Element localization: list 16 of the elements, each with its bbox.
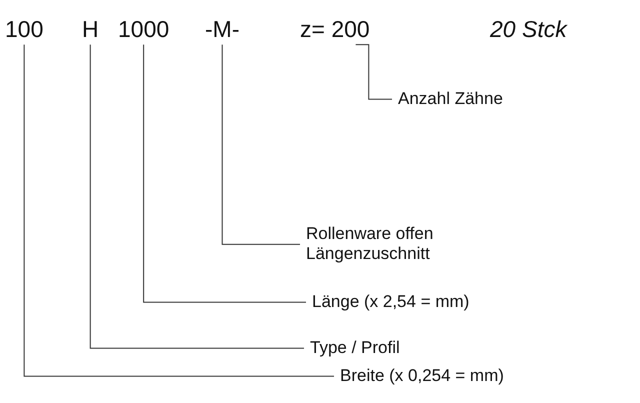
description-text: Rollenware offen Längenzuschnitt	[306, 224, 556, 265]
code-part: 100	[5, 16, 44, 44]
leader-line	[143, 44, 306, 303]
leader-line	[355, 44, 392, 100]
description-text: Anzahl Zähne	[398, 89, 503, 110]
code-part: H	[82, 16, 99, 44]
description-text: Breite (x 0,254 = mm)	[340, 366, 504, 386]
description-text: Type / Profil	[310, 338, 400, 358]
leader-line	[90, 44, 304, 349]
code-part: z= 200	[300, 16, 370, 44]
code-part: -M-	[205, 16, 240, 44]
code-part: 1000	[118, 16, 170, 44]
leader-line	[222, 44, 300, 245]
leader-line	[24, 44, 334, 377]
description-text: Länge (x 2,54 = mm)	[312, 292, 470, 312]
quantity-note: 20 Stck	[490, 16, 567, 44]
